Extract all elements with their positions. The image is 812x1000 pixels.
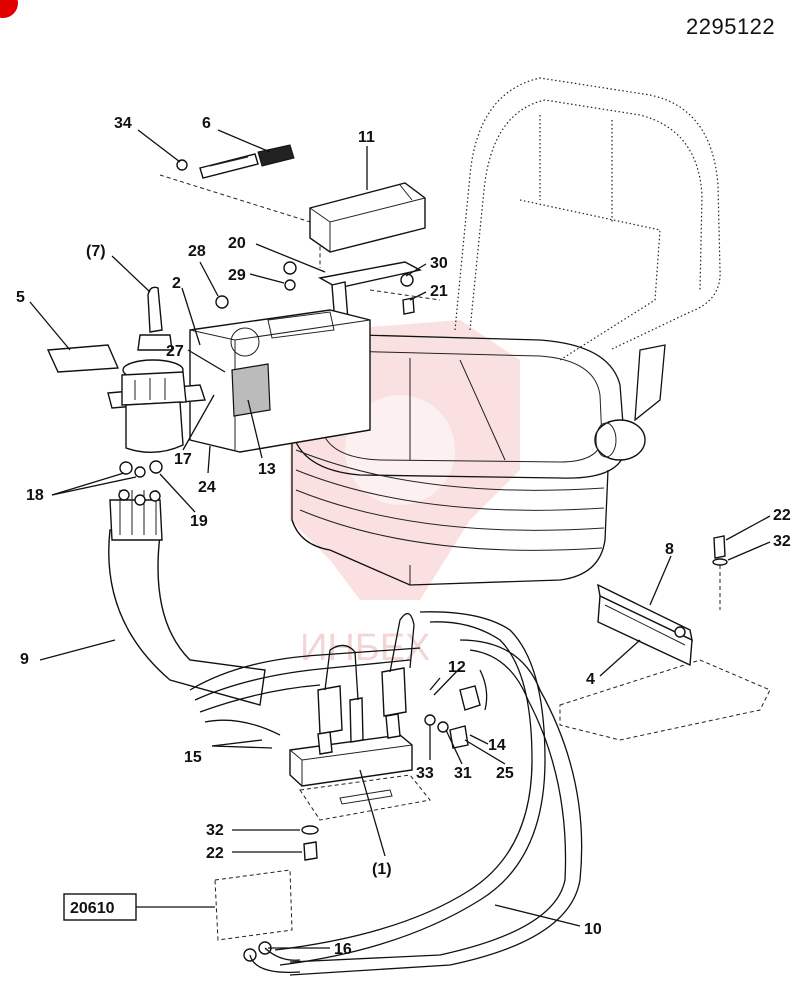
reference-box [63, 893, 137, 921]
part-11-armrest-pad [309, 182, 426, 253]
seat-backrest [454, 77, 721, 361]
callout-34: 34 [114, 115, 132, 132]
fittings-12-14-25 [424, 669, 488, 749]
part-20-bracket [283, 261, 423, 324]
document-number: 2295122 [686, 14, 776, 39]
callout-6: 6 [202, 115, 211, 132]
callout-27: 27 [166, 343, 184, 360]
hydraulic-lines [189, 611, 583, 976]
part-18-19-nuts [119, 460, 163, 478]
part-5-plate [46, 344, 120, 373]
callout-10: 10 [584, 921, 602, 938]
callout-9: 9 [20, 651, 29, 668]
watermark-text: ИНБЕХ [300, 627, 430, 669]
callout-28: 28 [188, 243, 206, 260]
callout-15: 15 [184, 749, 202, 766]
callout-31: 31 [454, 765, 472, 782]
callout-labels: 34 6 11 (7) 28 20 29 30 21 2 5 27 17 13 … [16, 115, 791, 958]
callout-25: 25 [496, 765, 514, 782]
callout-2: 2 [172, 275, 181, 292]
callout-1: (1) [372, 861, 392, 878]
callout-14: 14 [488, 737, 506, 754]
callout-11: 11 [358, 129, 375, 146]
callout-32-right: 32 [773, 533, 791, 550]
part-7-joystick [107, 286, 206, 453]
callout-18: 18 [26, 487, 44, 504]
callout-8: 8 [665, 541, 674, 558]
part-2-console [189, 295, 371, 453]
callout-12: 12 [448, 659, 466, 676]
callout-16: 16 [334, 941, 352, 958]
callout-33: 33 [416, 765, 434, 782]
callout-32-bottom: 32 [206, 822, 224, 839]
part-22-32-bolts-right [712, 535, 728, 610]
part-8-rail [597, 583, 693, 667]
callout-22-right: 22 [773, 507, 791, 524]
callout-13: 13 [258, 461, 276, 478]
callout-19: 19 [190, 513, 208, 530]
callout-21: 21 [430, 283, 448, 300]
callout-22-bottom: 22 [206, 845, 224, 862]
part-9-hose [108, 489, 266, 706]
callout-17: 17 [174, 451, 192, 468]
reference-box-label: 20610 [70, 900, 115, 917]
mount-outline [159, 174, 321, 268]
leader-lines [29, 129, 771, 949]
part-22-32-bolts-bottom [301, 825, 319, 861]
corner-mark [0, 0, 18, 18]
callout-5: 5 [16, 289, 25, 306]
floor-outline [369, 289, 771, 741]
part-16-lower-fitting [214, 869, 301, 974]
callout-30: 30 [430, 255, 448, 272]
callout-7: (7) [86, 243, 106, 260]
callout-29: 29 [228, 267, 246, 284]
callout-4: 4 [586, 671, 595, 688]
part-6-tool [176, 144, 295, 179]
callout-20: 20 [228, 235, 246, 252]
part-1-control-valve [289, 613, 431, 821]
callout-24: 24 [198, 479, 216, 496]
